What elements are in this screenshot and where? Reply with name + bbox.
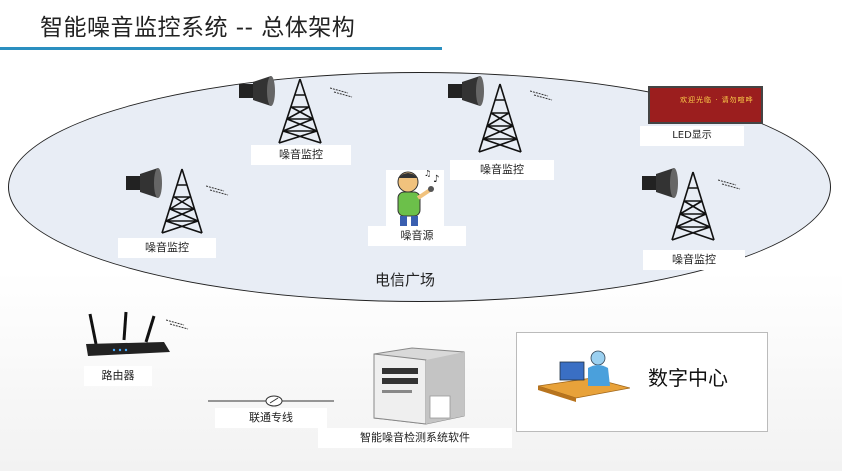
monitor-label: 噪音监控 [643, 250, 745, 270]
speaker-icon [239, 76, 275, 106]
svg-text:♪: ♪ [433, 174, 439, 185]
signal-waves-icon [718, 179, 741, 190]
server-label: 智能噪音检测系统软件 [318, 428, 512, 448]
signal-waves-icon [330, 87, 353, 98]
led-text: 欢迎光临 · 请勿喧哗 [680, 96, 754, 104]
monitor-label: 噪音监控 [251, 145, 351, 165]
speaker-icon [448, 76, 484, 106]
data-center-panel [516, 332, 768, 432]
dedicated-line-icon [208, 395, 334, 407]
signal-waves-icon [166, 319, 189, 330]
noise-source-label: 噪音源 [368, 226, 466, 246]
singer-icon: ♪ ♫ [386, 170, 444, 230]
operator-desk-icon [538, 350, 630, 402]
monitor-label: 噪音监控 [118, 238, 216, 258]
plaza-label: 电信广场 [375, 271, 436, 289]
svg-text:♫: ♫ [424, 170, 431, 178]
router-icon [86, 311, 170, 356]
tower-icon [671, 171, 715, 241]
led-label: LED显示 [640, 126, 744, 146]
router-label: 路由器 [84, 366, 152, 386]
speaker-icon [126, 168, 162, 198]
server-icon [373, 347, 465, 425]
tower-icon [278, 78, 322, 144]
tower-icon [478, 83, 522, 153]
tower-icon [161, 168, 203, 234]
title-underline [0, 47, 442, 50]
signal-waves-icon [530, 90, 553, 101]
data-center-label: 数字中心 [648, 366, 728, 390]
page-title: 智能噪音监控系统 -- 总体架构 [40, 15, 356, 41]
monitor-label: 噪音监控 [450, 160, 554, 180]
led-display: 欢迎光临 · 请勿喧哗 [648, 86, 763, 124]
link-label: 联通专线 [215, 408, 327, 428]
signal-waves-icon [206, 185, 229, 196]
speaker-icon [642, 168, 678, 198]
